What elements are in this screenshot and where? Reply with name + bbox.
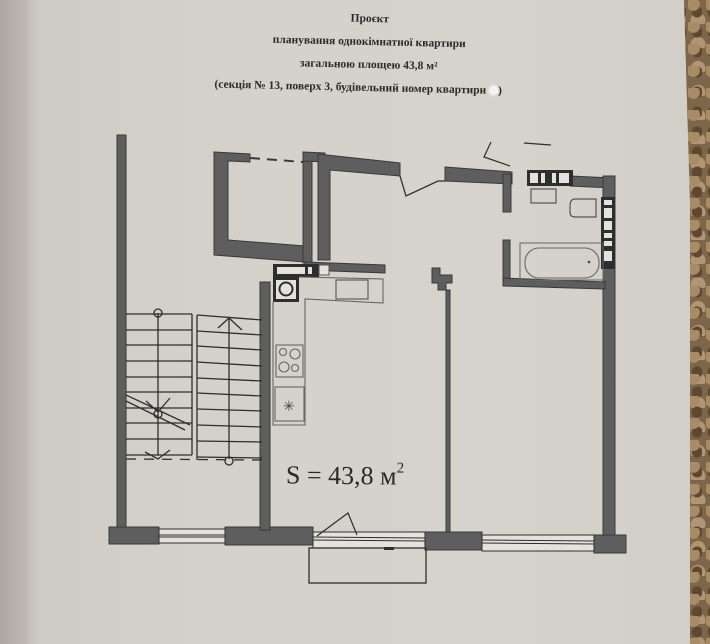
washing-machine-icon (273, 277, 299, 302)
page-fold-shadow (0, 0, 28, 644)
balcony-door-swing (316, 512, 358, 537)
wall-bottom-right (593, 534, 627, 554)
window-living-room (481, 534, 595, 552)
balcony-door-window (312, 531, 426, 549)
kitchen-vent-grille (318, 264, 330, 276)
kitchen-sink-icon (335, 279, 369, 300)
wall-bottom-left (108, 526, 160, 545)
vent-block-top (527, 170, 573, 186)
cooktop-icon (275, 344, 304, 378)
wall-bottom-center (424, 531, 483, 551)
exterior-dash (523, 142, 552, 146)
oven-box (274, 386, 305, 422)
wall-top-mid (444, 166, 513, 185)
washbasin-icon (530, 188, 557, 204)
toilet-icon (569, 198, 597, 218)
wall-stairwell-divider (259, 281, 271, 531)
exterior-mark (483, 141, 511, 167)
closet-opening-dashed (249, 157, 304, 163)
wall-bath-bottom (502, 277, 606, 290)
wall-partition (431, 267, 453, 533)
wall-entrance-top (317, 153, 401, 261)
staircase-icon (125, 308, 263, 466)
fan-star-icon: ✳ (283, 400, 295, 415)
balcony-outline (308, 547, 427, 584)
kitchen-counter-outline (272, 276, 384, 426)
wall-closet-left (213, 151, 306, 263)
area-label-text: S = 43,8 м (285, 460, 397, 491)
vent-block-right (601, 197, 615, 269)
wall-bath-stub (502, 173, 512, 213)
wall-bath-left (502, 239, 511, 285)
area-label-superscript: 2 (396, 460, 405, 477)
window-stairwell (158, 528, 226, 544)
wall-closet-right (302, 154, 313, 264)
bathtub-drain-icon (587, 260, 591, 264)
kitchen-vent-unit-icon (273, 264, 319, 277)
bathtub-icon (524, 247, 600, 279)
area-label: S = 43,8 м2 (286, 459, 404, 491)
entrance-door-swing (399, 175, 445, 197)
bathtub-frame (519, 242, 604, 281)
wall-left-outer (116, 134, 127, 544)
